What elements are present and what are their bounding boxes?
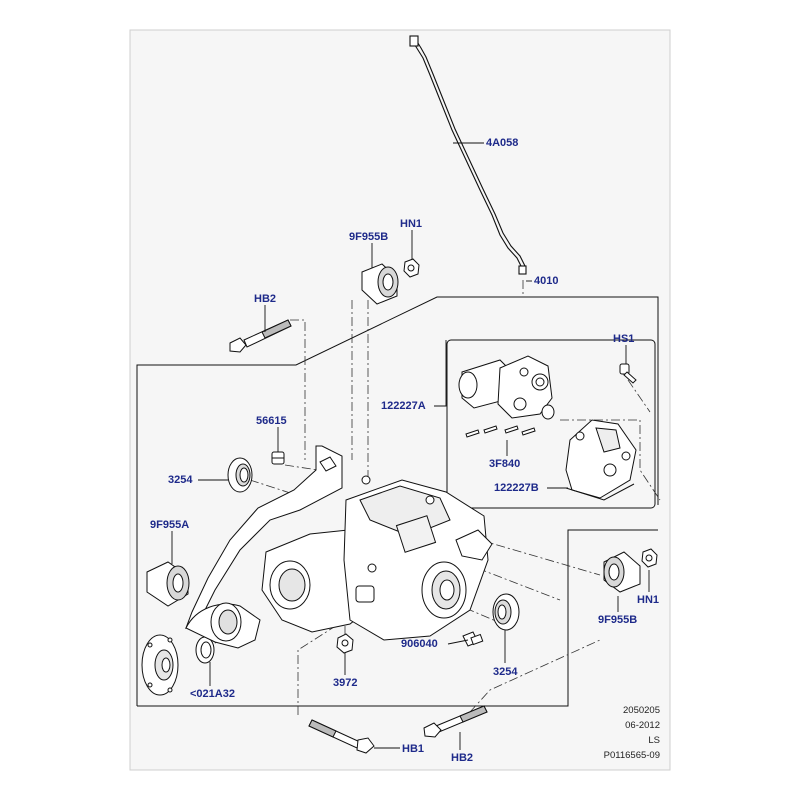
bushing-left (146, 561, 190, 607)
label-vent-tube: 4A058 (486, 137, 519, 149)
label-bolt-bottom-right: HB2 (451, 752, 474, 764)
differential-housing (185, 445, 493, 649)
meta-side: LS (648, 735, 660, 746)
label-plug-56615: 56615 (256, 415, 287, 427)
plug-3972 (336, 633, 354, 654)
label-bushing-top: 9F955B (349, 231, 389, 243)
label-sensor-906040: 906040 (401, 638, 438, 650)
meta-ref-code: 2050205 (623, 705, 660, 716)
vent-tube (409, 35, 527, 275)
align-line-hb2-bottom (469, 639, 601, 713)
bolt-bottom-left (308, 719, 375, 754)
align-line-hs1 (627, 379, 651, 413)
label-seal-right: 3254 (493, 666, 518, 678)
nut-right (641, 548, 658, 568)
label-actuator-motor: 122227A (381, 400, 426, 412)
actuator-cover (565, 419, 637, 501)
bolt-top-left (229, 319, 292, 353)
align-line-bushing-right (479, 539, 601, 576)
label-bushing-left: 9F955A (150, 519, 190, 531)
align-line-hb2 (290, 319, 306, 460)
seal-right (492, 593, 520, 631)
label-bolt-top-left: HB2 (254, 293, 277, 305)
label-flange: <021A32 (190, 688, 235, 700)
label-plug-3972: 3972 (333, 677, 358, 689)
label-differential-assembly: 4010 (534, 275, 559, 287)
seal-left (227, 457, 253, 493)
actuator-motor (458, 355, 555, 420)
flange (141, 634, 215, 696)
bushing-top (361, 263, 399, 305)
label-sensor-hs1: HS1 (613, 333, 635, 345)
align-line-plug (284, 464, 319, 471)
label-actuator-cover: 122227B (494, 482, 539, 494)
actuator-subassembly-box (446, 339, 656, 509)
label-bolt-bottom-left: HB1 (402, 743, 425, 755)
meta-date: 06-2012 (625, 720, 660, 731)
leader-lines (171, 142, 650, 750)
plug-56615 (271, 451, 285, 465)
meta-illustration-id: P0116565-09 (603, 750, 660, 761)
assembly-boundary-lower (137, 529, 658, 707)
bushing-right (603, 551, 641, 593)
label-bushing-right: 9F955B (598, 614, 638, 626)
illustration-frame (129, 29, 671, 771)
nut-top (403, 258, 420, 278)
bolt-bottom-right (423, 705, 488, 738)
actuator-bolts (465, 425, 536, 438)
sensor-906040 (462, 631, 484, 647)
label-nut-right: HN1 (637, 594, 660, 606)
align-line-cover (560, 419, 661, 501)
assembly-boundary (136, 296, 659, 706)
align-line-hb1 (297, 619, 346, 715)
label-nut-top: HN1 (400, 218, 423, 230)
sensor-hs1 (619, 363, 637, 384)
label-seal-left: 3254 (168, 474, 193, 486)
label-actuator-bolts: 3F840 (489, 458, 521, 470)
